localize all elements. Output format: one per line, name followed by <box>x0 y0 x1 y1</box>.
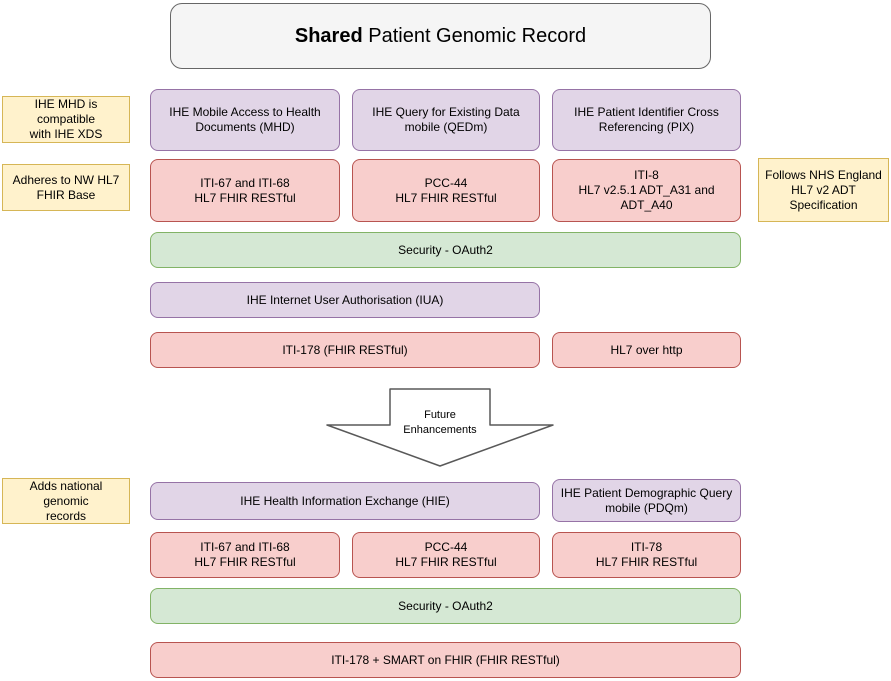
node-iti-8: ITI-8 HL7 v2.5.1 ADT_A31 and ADT_A40 <box>552 159 741 222</box>
future-enhancements-label: Future Enhancements <box>403 409 477 436</box>
node-ihe-iua: IHE Internet User Authorisation (IUA) <box>150 282 540 318</box>
title-rest-text: Patient Genomic Record <box>368 25 587 47</box>
node-iti-67-68: ITI-67 and ITI-68 HL7 FHIR RESTful <box>150 159 340 222</box>
node-ihe-hie: IHE Health Information Exchange (HIE) <box>150 482 540 520</box>
node-ihe-qedm: IHE Query for Existing Data mobile (QEDm… <box>352 89 540 151</box>
node-security-oauth2-top: Security - OAuth2 <box>150 232 741 268</box>
annotation-national-genomic: Adds national genomic records <box>2 478 130 524</box>
annotation-nhs-adt-spec: Follows NHS England HL7 v2 ADT Specifica… <box>758 158 889 222</box>
annotation-mhd-xds: IHE MHD is compatible with IHE XDS <box>2 96 130 143</box>
annotation-nw-fhir-base: Adheres to NW HL7 FHIR Base <box>2 164 130 211</box>
node-ihe-pix: IHE Patient Identifier Cross Referencing… <box>552 89 741 151</box>
diagram-title: Shared Patient Genomic Record <box>170 3 711 69</box>
node-ihe-pdqm: IHE Patient Demographic Query mobile (PD… <box>552 479 741 522</box>
node-pcc-44-bottom: PCC-44 HL7 FHIR RESTful <box>352 532 540 578</box>
node-iti-178: ITI-178 (FHIR RESTful) <box>150 332 540 368</box>
node-pcc-44: PCC-44 HL7 FHIR RESTful <box>352 159 540 222</box>
title-bold-text: Shared <box>294 25 363 47</box>
node-iti-67-68-bottom: ITI-67 and ITI-68 HL7 FHIR RESTful <box>150 532 340 578</box>
node-security-oauth2-bottom: Security - OAuth2 <box>150 588 741 624</box>
node-hl7-over-http: HL7 over http <box>552 332 741 368</box>
node-iti-78: ITI-78 HL7 FHIR RESTful <box>552 532 741 578</box>
future-enhancements-arrow <box>326 388 554 467</box>
node-ihe-mhd: IHE Mobile Access to Health Documents (M… <box>150 89 340 151</box>
node-iti-178-smart: ITI-178 + SMART on FHIR (FHIR RESTful) <box>150 642 741 678</box>
